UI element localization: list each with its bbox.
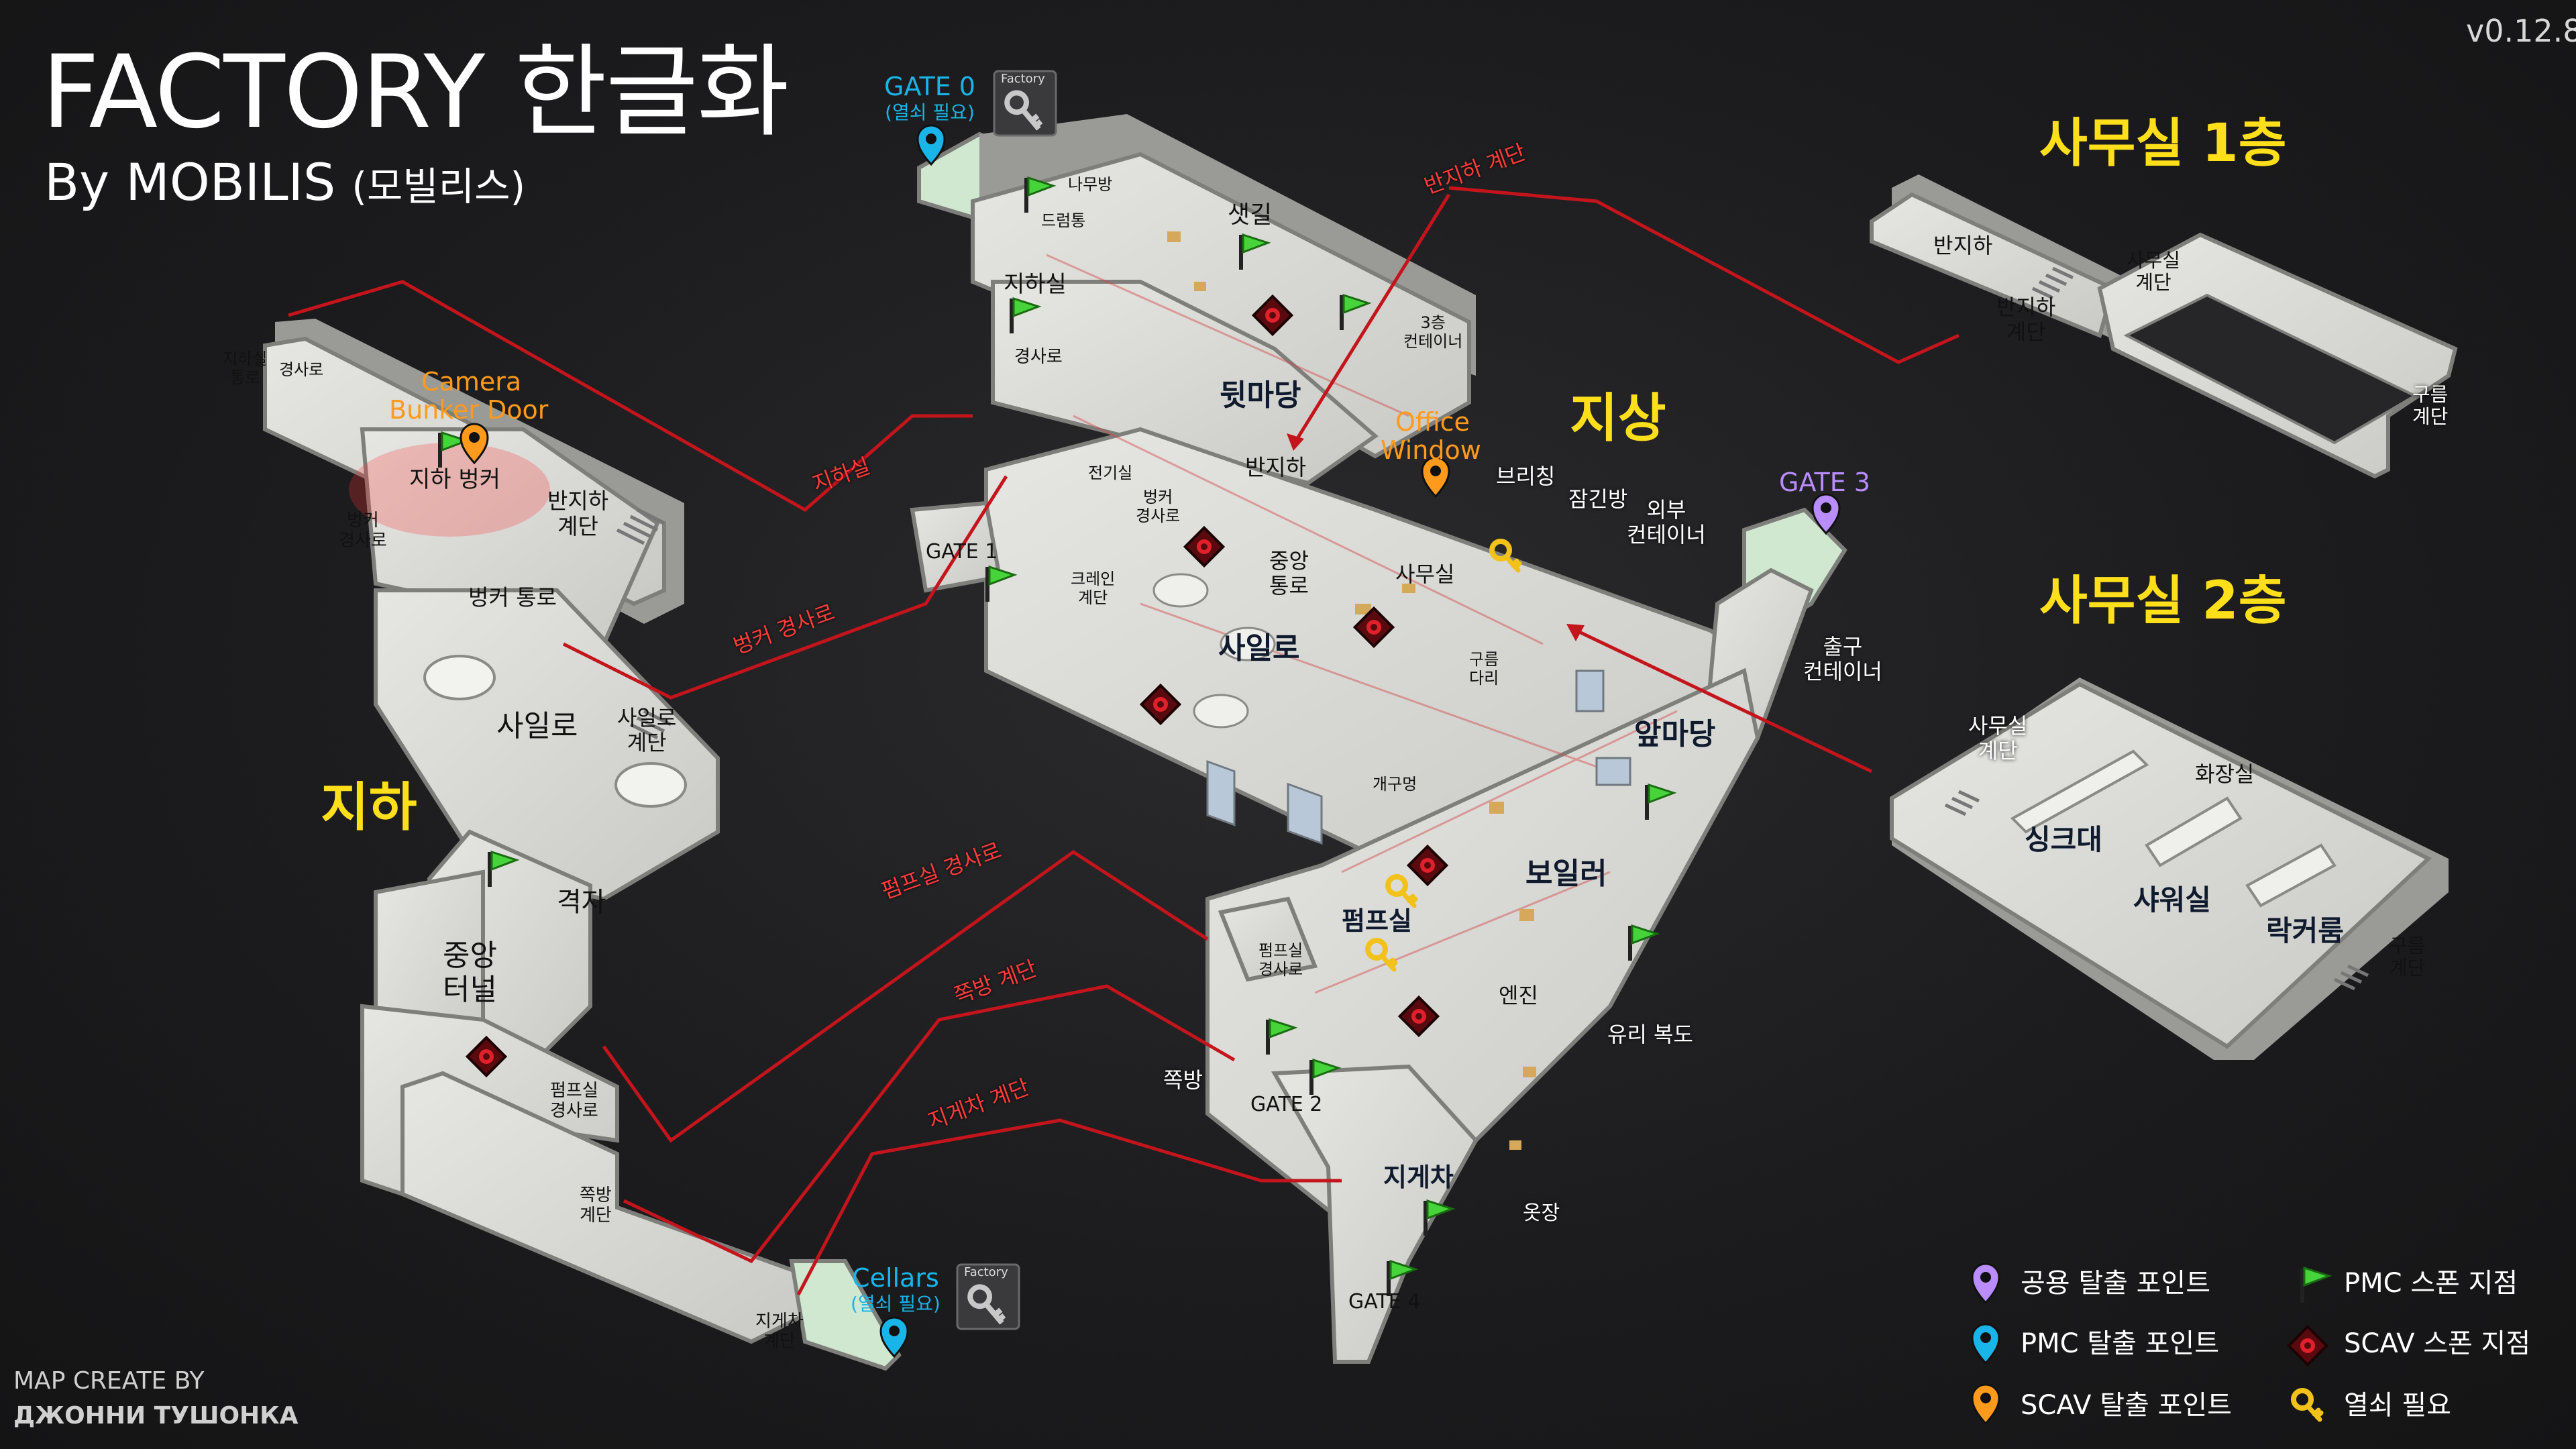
credit-line1: MAP CREATE BY xyxy=(13,1367,205,1395)
room-pump-ramp-a: 펌프실 경사로 xyxy=(550,1081,598,1121)
room-o2-shower: 샤워실 xyxy=(2133,883,2211,916)
zone-underground: 지하 xyxy=(321,777,417,838)
exit-gate0-label: GATE 0 xyxy=(884,72,975,101)
room-bunker-ramp: 벙커 경사로 xyxy=(339,511,387,551)
key-badge-label-cellars: Factory xyxy=(964,1265,1008,1279)
room-namubang: 나무방 xyxy=(1068,175,1113,194)
room-o1-cloud-stairs: 구름 계단 xyxy=(2412,383,2449,429)
exit-cellars: Cellars(열쇠 필요) xyxy=(851,1263,941,1315)
room-drum: 드럼통 xyxy=(1041,211,1086,230)
room-gyeokja: 격자 xyxy=(557,887,606,918)
room-exit-container: 출구 컨테이너 xyxy=(1803,634,1882,684)
version-label: v0.12.8 xyxy=(2466,13,2576,49)
room-boiler: 보일러 xyxy=(1525,857,1607,891)
legend-key-required: 열쇠 필요 xyxy=(2344,1390,2451,1421)
room-bunker-ramp-b: 벙커 경사로 xyxy=(1136,488,1181,525)
room-silo-b: 사일로 xyxy=(1218,631,1300,665)
zone-ground: 지상 xyxy=(1570,388,1666,449)
exit-office-window: Office xyxy=(1395,407,1470,437)
map-subtitle: By MOBILIS (모빌리스) xyxy=(44,153,525,211)
room-forklift-stairs-a: 지게차 계단 xyxy=(755,1311,804,1352)
room-otjang: 옷장 xyxy=(1523,1201,1560,1225)
room-jjokbang: 쪽방 xyxy=(1163,1067,1203,1093)
connector-lines xyxy=(288,186,1960,1296)
exit-camera-bunker: Camera xyxy=(421,367,522,397)
room-central-passage: 중앙 통로 xyxy=(1269,548,1309,598)
room-gaegumeong: 개구멍 xyxy=(1373,775,1417,794)
room-crane-stairs: 크레인 계단 xyxy=(1071,570,1116,607)
factory-key-badge-gate0 xyxy=(993,70,1057,137)
legend-pmc-spawn: PMC 스폰 지점 xyxy=(2344,1268,2518,1299)
room-gate4: GATE 4 xyxy=(1348,1290,1421,1313)
room-silo-stairs: 사일로 계단 xyxy=(617,705,677,755)
room-office: 사무실 xyxy=(1395,561,1455,587)
factory-key-badge-cellars xyxy=(956,1263,1020,1330)
room-bunker-passage: 벙커 통로 xyxy=(468,584,557,610)
author: By MOBILIS xyxy=(44,152,336,212)
room-gyeongsaro-a: 경사로 xyxy=(279,360,324,379)
room-o2-toilet: 화장실 xyxy=(2195,761,2255,787)
room-container-3: 3층 컨테이너 xyxy=(1403,313,1463,351)
zone-office-1: 사무실 1층 xyxy=(2039,113,2287,174)
office-floor-1 xyxy=(1870,174,2458,479)
office-floor-2 xyxy=(1890,678,2449,1060)
credit-line2: ДЖОННИ ТУШОНКА xyxy=(13,1402,299,1430)
map-title: FACTORY 한글화 xyxy=(42,34,790,151)
exit-camera-bunker-line1: Camera xyxy=(421,367,522,396)
room-forklift: 지게차 xyxy=(1383,1163,1454,1192)
room-central-tunnel: 중앙 터널 xyxy=(443,938,497,1007)
room-banjiha-stairs-a: 반지하 계단 xyxy=(547,488,609,539)
key-badge-label-gate0: Factory xyxy=(1001,72,1045,86)
room-briching: 브리칭 xyxy=(1496,464,1556,489)
legend-pmc-exit: PMC 탈출 포인트 xyxy=(2021,1328,2219,1359)
room-o2-cloud-stairs: 구름 계단 xyxy=(2390,934,2426,980)
room-apmadang: 앞마당 xyxy=(1634,717,1716,751)
room-gyeongsaro-b: 경사로 xyxy=(1014,347,1063,367)
exit-gate0-note: (열쇠 필요) xyxy=(885,101,975,123)
room-saetgil: 샛길 xyxy=(1228,201,1273,229)
room-o2-office-stairs: 사무실 계단 xyxy=(1968,713,2028,763)
room-pumpsil: 펌프실 xyxy=(1342,906,1412,936)
exit-cellars-note: (열쇠 필요) xyxy=(851,1292,941,1315)
underground-structure xyxy=(263,319,902,1371)
legend-scav-spawn: SCAV 스폰 지점 xyxy=(2344,1328,2531,1359)
room-jiha-tongro: 지하실 통로 xyxy=(223,350,268,387)
room-pump-ramp-b: 펌프실 경사로 xyxy=(1258,941,1303,979)
room-glass-corridor: 유리 복도 xyxy=(1607,1022,1693,1047)
room-gate1: GATE 1 xyxy=(926,540,998,564)
room-outer-container: 외부 컨테이너 xyxy=(1627,497,1706,547)
room-jeongisil: 전기실 xyxy=(1088,464,1133,482)
room-o2-sink: 싱크대 xyxy=(2025,823,2102,856)
exit-gate3: GATE 3 xyxy=(1779,468,1870,497)
zone-office-2: 사무실 2층 xyxy=(2039,571,2287,631)
room-cloud-bridge: 구름 다리 xyxy=(1469,650,1499,688)
room-o1-banjiha-stairs: 반지하 계단 xyxy=(1996,294,2056,345)
room-silo-a: 사일로 xyxy=(496,709,578,743)
exit-cellars-label: Cellars xyxy=(852,1263,939,1293)
room-o1-office-stairs: 사무실 계단 xyxy=(2127,249,2181,294)
legend-scav-exit: SCAV 탈출 포인트 xyxy=(2021,1390,2232,1421)
room-jamgin: 잠긴방 xyxy=(1568,486,1628,512)
author-note: (모빌리스) xyxy=(352,164,526,209)
exit-camera-bunker-line2: Bunker Door xyxy=(389,395,549,425)
room-banjiha-b: 반지하 xyxy=(1245,454,1307,480)
room-dwitmadang: 뒷마당 xyxy=(1220,378,1301,413)
room-side-stairs-a: 쪽방 계단 xyxy=(580,1185,612,1226)
legend-shared-exit: 공용 탈출 포인트 xyxy=(2021,1268,2211,1299)
exit-office-window-line2: Window xyxy=(1381,435,1481,465)
room-engine: 엔진 xyxy=(1499,983,1538,1008)
room-gate2: GATE 2 xyxy=(1250,1093,1323,1116)
room-o2-locker: 락커룸 xyxy=(2266,914,2344,947)
room-jihasil: 지하실 xyxy=(1004,271,1067,298)
connector-arrows xyxy=(1287,433,1585,641)
room-o1-banjiha: 반지하 xyxy=(1933,233,1993,258)
room-jiha-bunker: 지하 벙커 xyxy=(409,466,500,493)
exit-gate0: GATE 0(열쇠 필요) xyxy=(884,72,975,123)
